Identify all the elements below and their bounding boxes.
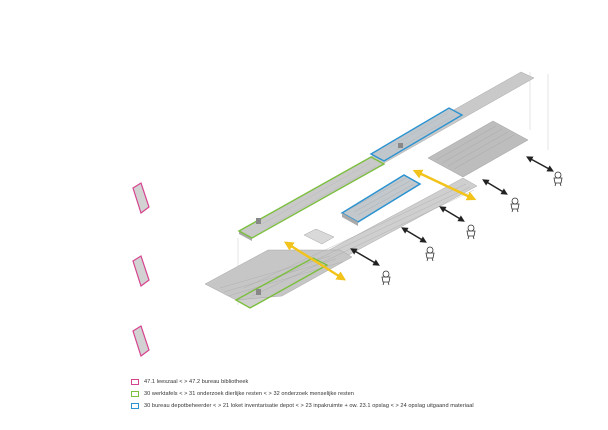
upper-blue-zone (369, 107, 464, 162)
legend-item-pink: 47.1 leeszaal < > 47.2 bureau bibliothee… (131, 376, 591, 387)
legend-item-green: 30 werktafels < > 31 onderzoek dierlijke… (131, 388, 591, 399)
double-arrows-black (350, 156, 554, 266)
legend-swatch-blue (131, 402, 139, 409)
lower-strip (204, 177, 478, 309)
double-arrow-black (439, 206, 465, 222)
legend-swatch-pink (131, 378, 139, 385)
pink-rooms (132, 182, 150, 357)
right-block (427, 120, 529, 178)
double-arrow-yellow (283, 241, 347, 281)
legend-swatch-green (131, 390, 139, 397)
upper-green-zone (237, 156, 386, 239)
double-arrow-black (482, 179, 508, 195)
legend-label: 30 werktafels < > 31 onderzoek dierlijke… (144, 390, 354, 397)
double-arrow-yellow (412, 169, 477, 201)
legend-label: 47.1 leeszaal < > 47.2 bureau bibliothee… (144, 378, 249, 385)
visitor-icon (425, 246, 435, 262)
visitor-icon (510, 197, 520, 213)
double-arrow-black (350, 248, 380, 266)
double-arrow-black (526, 156, 554, 172)
pink-room-bottom (132, 325, 150, 357)
upper-strip (237, 71, 535, 241)
legend-label: 30 bureau depotbeheerder < > 21 loket in… (144, 402, 474, 409)
double-arrow-black (401, 227, 427, 243)
visitor-icon (553, 171, 563, 187)
visitor-icon (381, 270, 391, 286)
legend-item-blue: 30 bureau depotbeheerder < > 21 loket in… (131, 400, 591, 411)
pink-room-middle (132, 255, 150, 287)
legend: 47.1 leeszaal < > 47.2 bureau bibliothee… (131, 376, 591, 413)
visitor-icon (466, 224, 476, 240)
pink-room-top (132, 182, 150, 214)
visitors (381, 171, 563, 286)
